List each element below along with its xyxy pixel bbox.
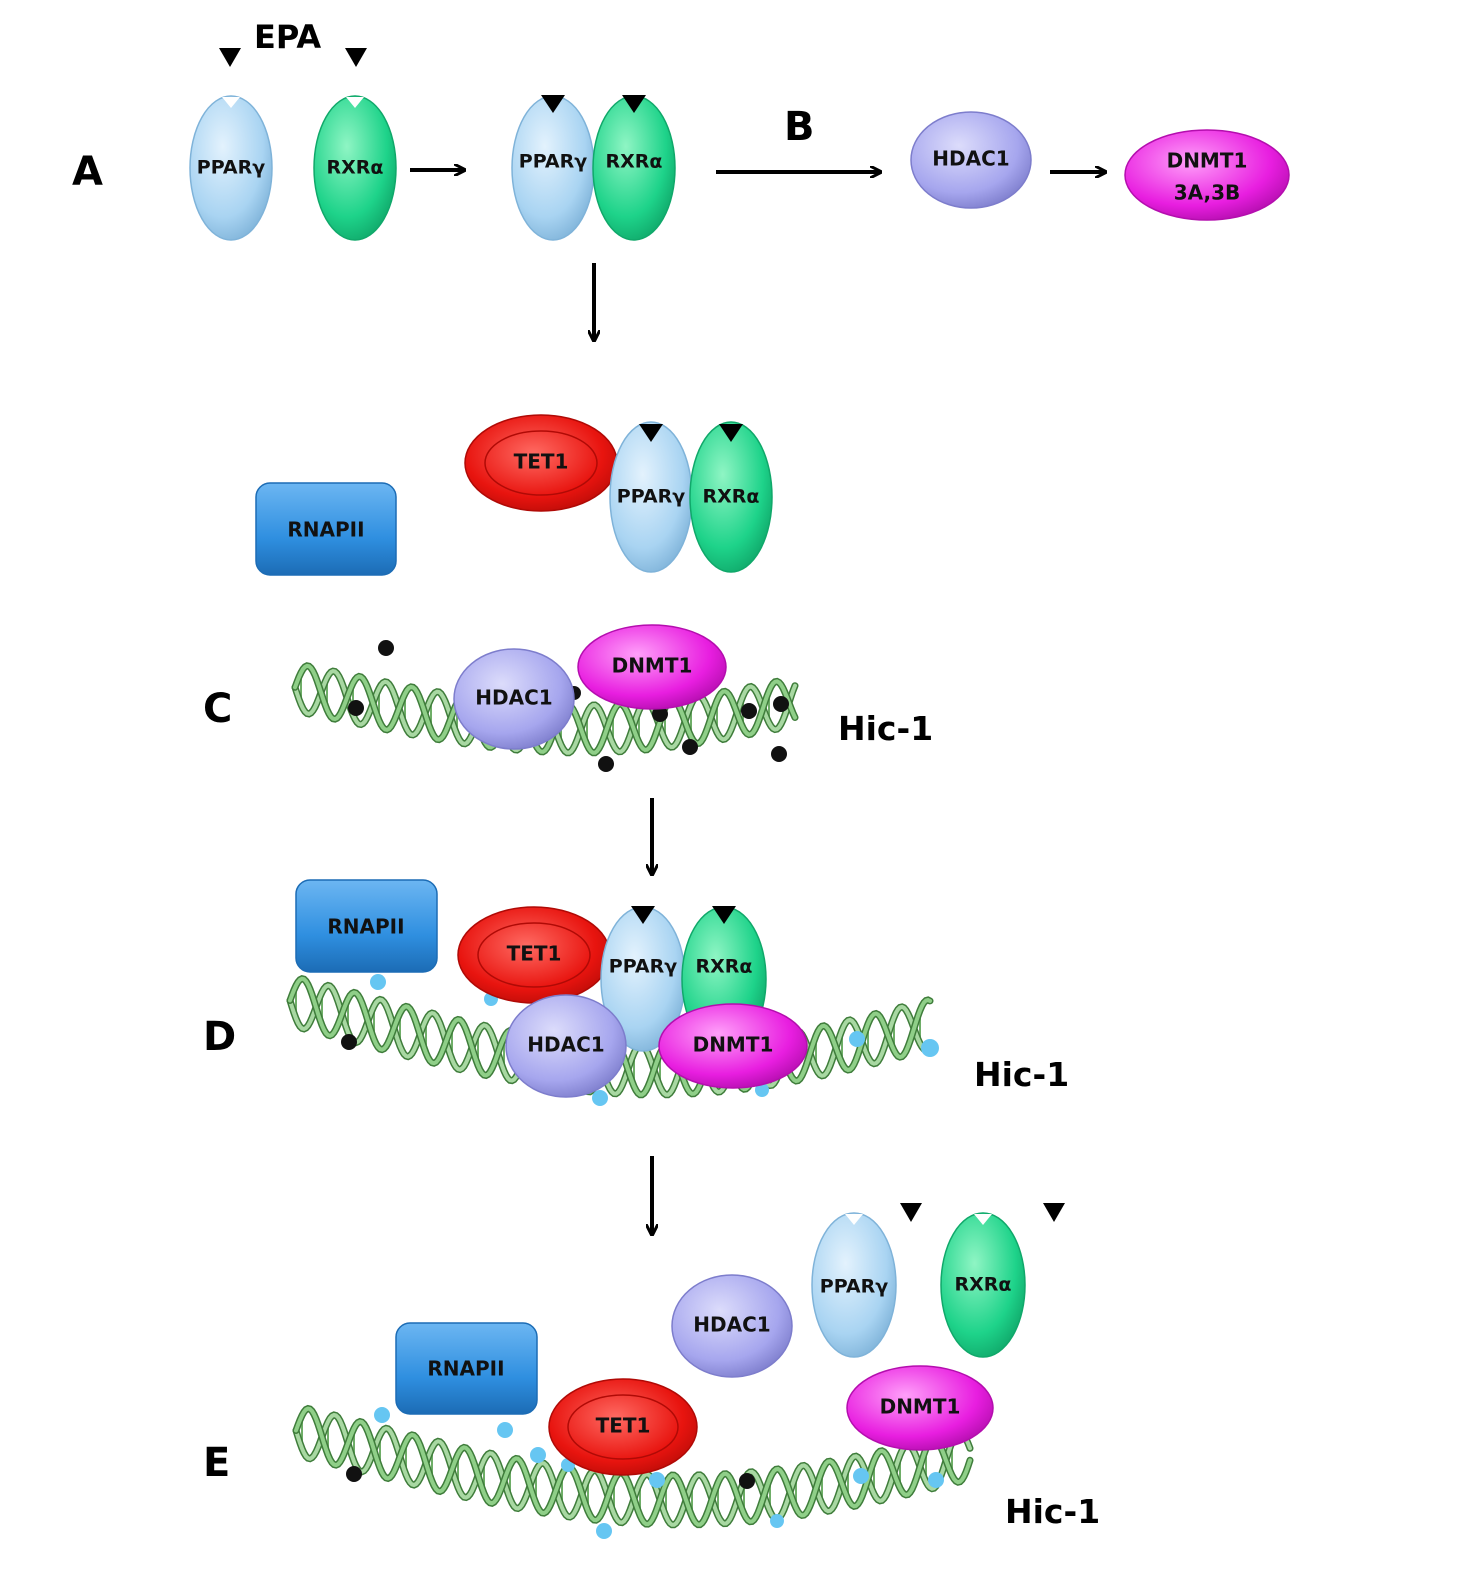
epa-ligand-icon xyxy=(712,906,736,924)
dnmt-label: DNMT1 xyxy=(1167,149,1248,173)
panel-label-c: C xyxy=(203,686,232,732)
ppar-label: PPARγ xyxy=(617,486,685,508)
hdac-protein xyxy=(453,648,575,750)
rxr-label: RXRα xyxy=(327,157,384,179)
panel-label-d: D xyxy=(203,1014,236,1060)
dna-strand xyxy=(293,663,797,755)
hic1-dna-helix xyxy=(292,1404,974,1529)
epa-ligand-icon xyxy=(345,48,367,67)
binding-pocket-icon xyxy=(845,1214,863,1225)
dnmt-label: DNMT1 xyxy=(612,654,693,678)
methylation-mark xyxy=(739,1473,755,1489)
rxr-protein xyxy=(313,95,397,241)
hdac-label: HDAC1 xyxy=(932,147,1009,171)
ppar-label: PPARγ xyxy=(609,956,677,978)
hic1-gene-label: Hic-1 xyxy=(974,1055,1069,1094)
rnapii-label: RNAPII xyxy=(287,518,364,542)
hdac-protein xyxy=(671,1274,793,1378)
hdac-label: HDAC1 xyxy=(475,686,552,710)
dnmt-protein xyxy=(577,624,727,710)
epa-ligand-icon xyxy=(900,1203,922,1222)
methylation-mark xyxy=(341,1034,357,1050)
rnapii-protein xyxy=(255,482,397,576)
rxr-label: RXRα xyxy=(703,486,760,508)
epa-ligand-icon xyxy=(541,95,565,113)
ppar-label: PPARγ xyxy=(519,151,587,173)
dnmt-subtype-label: 3A,3B xyxy=(1174,181,1241,205)
tet-label: TET1 xyxy=(507,942,562,966)
dnmt-protein xyxy=(846,1365,994,1451)
panel-label-e: E xyxy=(203,1440,230,1486)
dnmt-label: DNMT1 xyxy=(693,1033,774,1057)
epa-ligand-icon xyxy=(631,906,655,924)
tet-inner-ring xyxy=(567,1394,679,1460)
rxr-label: RXRα xyxy=(955,1274,1012,1296)
hdac-label: HDAC1 xyxy=(693,1313,770,1337)
epa-ligand-icon xyxy=(1043,1203,1065,1222)
ppar-label: PPARγ xyxy=(197,157,265,179)
methylation-mark xyxy=(346,1466,362,1482)
dna-strand xyxy=(294,1406,972,1527)
rxr-protein xyxy=(689,421,773,573)
epa-ligand-icon xyxy=(639,424,663,442)
binding-pocket-icon xyxy=(346,97,364,108)
hdac-label: HDAC1 xyxy=(527,1033,604,1057)
panel-label-a: A xyxy=(72,149,103,195)
epa-ligand-icon xyxy=(622,95,646,113)
dnmt-label: DNMT1 xyxy=(880,1395,961,1419)
rxr-protein xyxy=(940,1212,1026,1358)
hic1-gene-label: Hic-1 xyxy=(838,709,933,748)
tet-inner-ring xyxy=(477,922,591,988)
tet-label: TET1 xyxy=(514,450,569,474)
tet-inner-ring xyxy=(484,430,598,496)
hic1-gene-label: Hic-1 xyxy=(1005,1492,1100,1531)
hydroxymethylation-marks xyxy=(370,974,939,1106)
ppar-label: PPARγ xyxy=(820,1276,888,1298)
dnmt-protein xyxy=(658,1003,808,1089)
tet-label: TET1 xyxy=(596,1414,651,1438)
rnapii-protein xyxy=(295,879,438,973)
rnapii-label: RNAPII xyxy=(327,915,404,939)
hdac-protein xyxy=(505,994,627,1098)
rnapii-protein xyxy=(395,1322,538,1415)
rxr-label: RXRα xyxy=(696,956,753,978)
ppar-protein xyxy=(189,95,273,241)
ppar-protein xyxy=(811,1212,897,1358)
epa-ligand-icon xyxy=(719,424,743,442)
panel-label-b: B xyxy=(784,104,815,150)
rnapii-label: RNAPII xyxy=(427,1357,504,1381)
binding-pocket-icon xyxy=(222,97,240,108)
binding-pocket-icon xyxy=(974,1214,992,1225)
epa-ligand-icon xyxy=(219,48,241,67)
hydroxymethylation-marks xyxy=(374,1407,944,1539)
hdac-protein xyxy=(910,111,1032,209)
epa-label: EPA xyxy=(254,18,321,56)
dna-strand xyxy=(288,983,932,1097)
hic1-dna-helix xyxy=(291,662,799,757)
rxr-label: RXRα xyxy=(606,151,663,173)
dnmt-protein xyxy=(1124,129,1290,221)
